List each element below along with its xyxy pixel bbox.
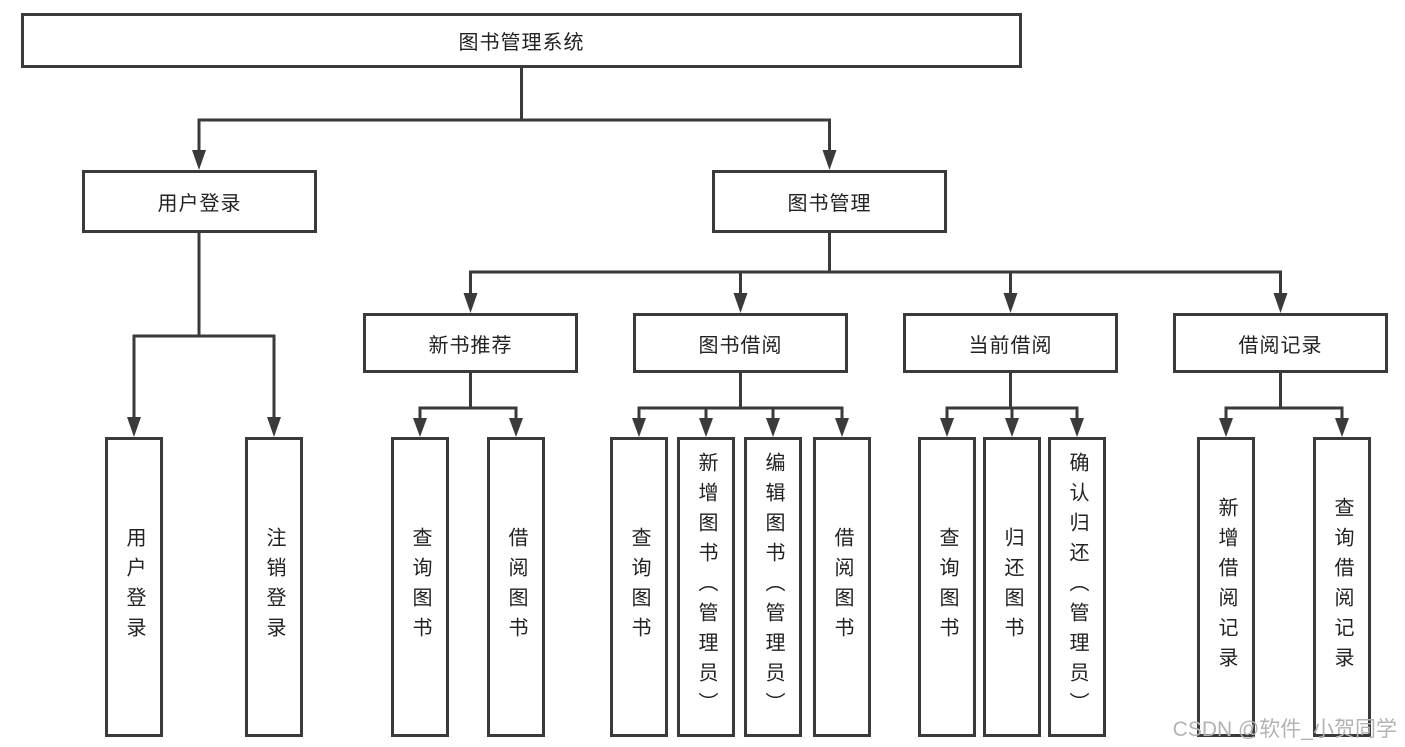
node-label: 图书管理系统 — [458, 32, 585, 54]
arrowhead — [822, 150, 837, 170]
arrowhead — [733, 293, 748, 313]
arrowhead — [1335, 418, 1349, 437]
node-current-borrowing: 当前借阅 — [903, 313, 1118, 373]
leaf-label: 查询图书 — [409, 527, 431, 647]
leaf-add-books-admin: 新增图书（管理员） — [677, 437, 735, 737]
leaf-label: 查询图书 — [628, 527, 650, 647]
leaf-label: 编辑图书（管理员） — [762, 452, 784, 722]
connector-level2-split — [469, 270, 1282, 296]
leaf-edit-books-admin: 编辑图书（管理员） — [744, 437, 802, 737]
leaf-borrow-books: 借阅图书 — [813, 437, 871, 737]
node-label: 新书推荐 — [428, 334, 513, 357]
arrowhead — [632, 418, 646, 437]
leaf-confirm-return-admin: 确认归还（管理员） — [1048, 437, 1106, 737]
leaf-label: 借阅图书 — [831, 527, 853, 647]
arrowhead — [1219, 418, 1233, 437]
leaf-label: 借阅图书 — [505, 527, 527, 647]
leaf-query-books: 查询图书 — [918, 437, 976, 737]
node-library-system: 图书管理系统 — [21, 13, 1022, 68]
node-label: 当前借阅 — [968, 334, 1053, 357]
arrowhead — [413, 418, 427, 437]
leaf-label: 查询图书 — [936, 527, 958, 647]
leaf-query-books: 查询图书 — [391, 437, 449, 737]
leaf-query-borrow-record: 查询借阅记录 — [1313, 437, 1371, 737]
connector-level1-split — [197, 118, 831, 152]
arrowhead — [463, 293, 478, 313]
node-user-login: 用户登录 — [82, 170, 317, 233]
leaf-label: 归还图书 — [1001, 527, 1023, 647]
connector-book-borrow-split — [637, 406, 844, 420]
leaf-borrow-books: 借阅图书 — [487, 437, 545, 737]
arrowhead — [127, 417, 141, 437]
arrowhead — [1005, 418, 1019, 437]
node-new-book-recommend: 新书推荐 — [363, 313, 578, 373]
arrowhead — [940, 418, 954, 437]
arrowhead — [267, 417, 281, 437]
arrowhead — [1070, 418, 1084, 437]
connector-new-book-split — [418, 406, 518, 420]
leaf-add-borrow-record: 新增借阅记录 — [1197, 437, 1255, 737]
leaf-label: 注销登录 — [263, 527, 285, 647]
node-label: 图书管理 — [787, 193, 872, 215]
arrowhead — [1003, 293, 1018, 313]
leaf-query-books: 查询图书 — [610, 437, 668, 737]
leaf-label: 确认归还（管理员） — [1066, 452, 1088, 722]
node-book-borrowing: 图书借阅 — [633, 313, 848, 373]
arrowhead — [509, 418, 523, 437]
csdn-watermark: CSDN @软件_小贺同学 — [1172, 718, 1397, 741]
connector-user-login-split — [132, 334, 276, 419]
node-label: 图书借阅 — [698, 334, 783, 357]
node-book-management: 图书管理 — [712, 170, 947, 233]
arrowhead — [699, 418, 713, 437]
leaf-label: 新增图书（管理员） — [695, 452, 717, 722]
leaf-label: 新增借阅记录 — [1215, 497, 1237, 677]
node-label: 用户登录 — [157, 193, 242, 215]
leaf-label: 查询借阅记录 — [1331, 497, 1353, 677]
leaf-user-login: 用户登录 — [105, 437, 163, 737]
node-label: 借阅记录 — [1238, 334, 1323, 357]
arrowhead — [1273, 293, 1288, 313]
arrowhead — [192, 150, 206, 170]
arrowhead — [766, 418, 780, 437]
arrowhead — [835, 418, 849, 437]
connector-borrow-records-split — [1224, 406, 1344, 420]
leaf-logout: 注销登录 — [245, 437, 303, 737]
node-borrowing-records: 借阅记录 — [1173, 313, 1388, 373]
leaf-return-books: 归还图书 — [983, 437, 1041, 737]
leaf-label: 用户登录 — [123, 527, 145, 647]
